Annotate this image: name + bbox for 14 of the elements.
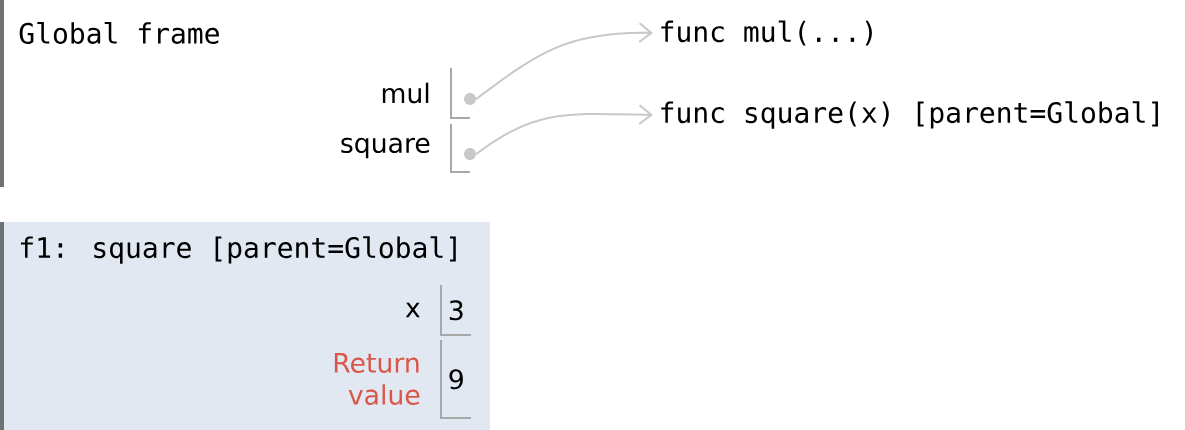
value-cell: 3 [440, 284, 472, 336]
variable-name: square [341, 137, 430, 159]
variable-name: Return value [334, 353, 420, 405]
variable-name: x [405, 302, 420, 318]
frame-heading: f1: square [parent=Global] [20, 236, 456, 264]
pointer-arrow [475, 22, 653, 100]
function-object: func square(x) [parent=Global] [661, 101, 1158, 129]
variable-name: mul [382, 82, 429, 104]
frame-heading: Global frame [19, 22, 219, 44]
value-cell [450, 67, 471, 119]
value-cell [450, 123, 471, 173]
function-object: func mul(...) [661, 20, 872, 46]
pointer-arrow [475, 104, 653, 155]
value-cell: 9 [440, 339, 472, 419]
